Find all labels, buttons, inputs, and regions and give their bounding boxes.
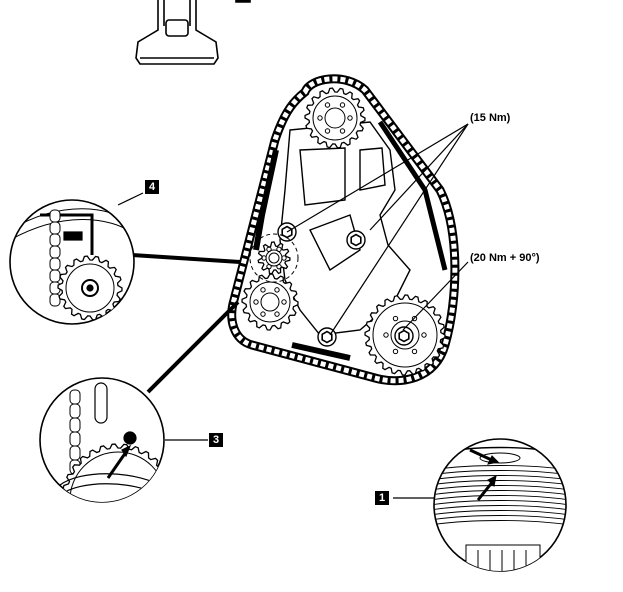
idler-sprocket [257, 241, 291, 275]
torque-leaders [286, 123, 469, 336]
chain-link [69, 389, 81, 405]
camshaft-sprocket-top [304, 87, 366, 149]
detail-view-3 [39, 377, 165, 503]
pulley-groove [434, 485, 566, 491]
marking-circle [249, 233, 299, 283]
detail-view-4 [9, 199, 135, 325]
crankshaft-sprocket [241, 273, 299, 331]
pulley-groove [434, 470, 566, 476]
pulley-groove [434, 515, 566, 521]
torque-label-lower: (20 Nm + 90°) [470, 252, 540, 264]
pulley-groove [434, 500, 566, 506]
chain-link [69, 403, 81, 419]
chain-link [69, 431, 81, 447]
tensioner-tool [135, 0, 251, 65]
callout-4: 4 [145, 180, 159, 194]
locking-pin [63, 231, 83, 241]
pulley-groove [434, 475, 566, 481]
chain-link [49, 221, 61, 235]
pulley-groove [434, 520, 566, 526]
detail-3-leader [146, 300, 240, 394]
pulley-groove [434, 495, 566, 501]
callout-1: 1 [375, 491, 389, 505]
chain-link [49, 209, 61, 223]
pulley-groove [434, 505, 566, 511]
pulley-groove [434, 490, 566, 496]
pulley-groove [434, 510, 566, 516]
detail-view-1 [433, 438, 567, 572]
chain-link [69, 417, 81, 433]
chain-link [49, 245, 61, 259]
chain-link [49, 293, 61, 307]
callout-4-leader [117, 192, 144, 206]
chain-link [69, 445, 81, 461]
bolt-20nm-90 [394, 326, 414, 346]
bolt-15nm-2 [346, 230, 366, 250]
callout-3: 3 [209, 433, 223, 447]
chain-link [49, 257, 61, 271]
pulley-groove [434, 480, 566, 486]
chain-link [49, 233, 61, 247]
timing-chain [227, 74, 460, 386]
detail-4-leader [131, 253, 241, 264]
torque-label-upper: (15 Nm) [470, 112, 511, 124]
chain-link [49, 269, 61, 283]
